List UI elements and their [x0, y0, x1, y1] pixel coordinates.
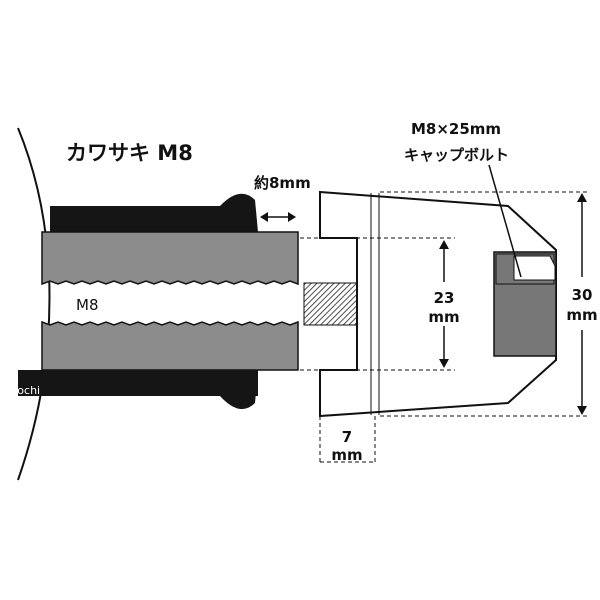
hex-socket	[513, 255, 556, 281]
height-unit-label: mm	[566, 306, 597, 324]
handlebar-section	[18, 193, 299, 410]
bolt-pointer-line	[488, 164, 522, 278]
grip-top	[50, 193, 258, 232]
dashed-reference-lines	[300, 191, 590, 462]
dimension-23mm	[439, 240, 449, 368]
bar-end-body	[319, 190, 557, 418]
brand-thread-label: カワサキ M8	[66, 141, 193, 165]
width-unit-label: mm	[331, 446, 362, 464]
depth-arrow	[260, 212, 296, 222]
dia-unit-label: mm	[428, 308, 459, 326]
dimension-30mm	[577, 193, 587, 415]
bar-wall-top	[41, 231, 299, 286]
approx-depth-label: 約8mm	[254, 174, 311, 192]
watermark-label: hirochi	[3, 384, 40, 397]
thread-label: M8	[76, 296, 99, 314]
bolt-name-label: キャップボルト	[404, 146, 509, 164]
dia-value-label: 23	[434, 289, 455, 307]
width-value-label: 7	[342, 428, 352, 446]
bar-wall-bottom	[41, 320, 299, 371]
bolt-size-label: M8×25mm	[411, 120, 501, 138]
grip-lower-band	[18, 370, 258, 396]
height-value-label: 30	[572, 286, 593, 304]
handlebar-outline-curve	[17, 127, 51, 481]
